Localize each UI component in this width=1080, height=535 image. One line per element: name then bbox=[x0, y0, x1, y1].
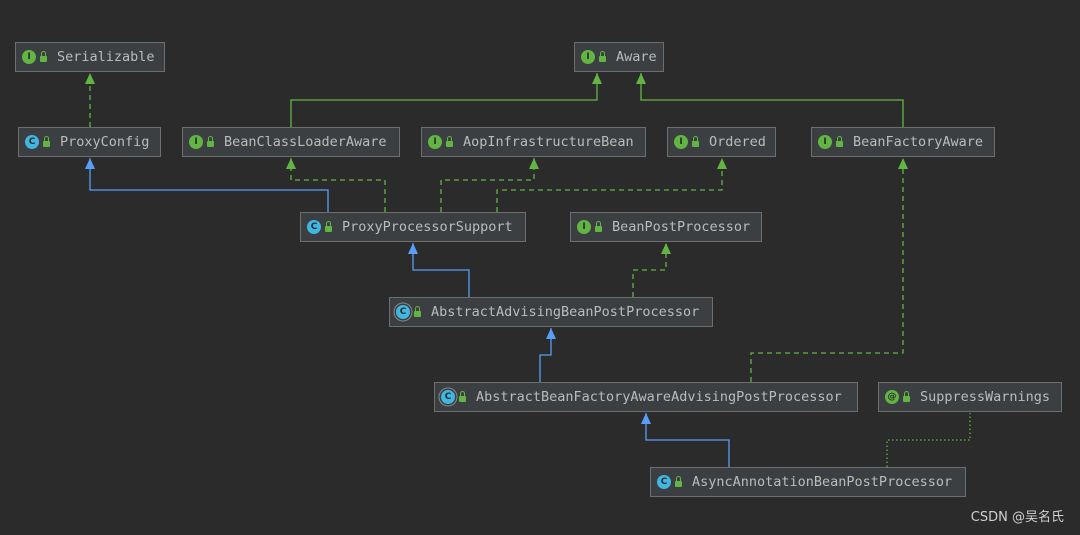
node-label: ProxyProcessorSupport bbox=[342, 219, 513, 235]
node-label: Aware bbox=[616, 49, 657, 65]
node-label: BeanFactoryAware bbox=[853, 134, 984, 150]
node-label: BeanClassLoaderAware bbox=[224, 134, 387, 150]
node-beanfactoryaware[interactable]: I BeanFactoryAware bbox=[811, 127, 995, 157]
class-icon: C bbox=[25, 135, 39, 149]
node-ordered[interactable]: I Ordered bbox=[667, 127, 776, 157]
public-lock-icon bbox=[595, 221, 602, 232]
interface-icon: I bbox=[577, 220, 591, 234]
public-lock-icon bbox=[599, 51, 606, 62]
node-proxyconfig[interactable]: C ProxyConfig bbox=[18, 127, 161, 157]
edge-implements-proxyprocessorsupport-to-ordered bbox=[496, 158, 727, 212]
abstract-class-icon: C bbox=[441, 390, 455, 404]
public-lock-icon bbox=[692, 136, 699, 147]
public-lock-icon bbox=[207, 136, 214, 147]
interface-icon: I bbox=[674, 135, 688, 149]
node-label: AopInfrastructureBean bbox=[463, 134, 634, 150]
edge-extends-asyncannotationbeanpostprocessor-to-abstractbeanfactoryawareadvisingpostprocessor bbox=[641, 413, 730, 467]
node-asyncannotationbeanpostprocessor[interactable]: C AsyncAnnotationBeanPostProcessor bbox=[650, 467, 966, 497]
abstract-class-icon: C bbox=[396, 305, 410, 319]
public-lock-icon bbox=[43, 136, 50, 147]
public-lock-icon bbox=[459, 391, 466, 402]
node-beanclassloaderaware[interactable]: I BeanClassLoaderAware bbox=[182, 127, 400, 157]
public-lock-icon bbox=[40, 51, 47, 62]
edge-extends-interface-beanfactoryaware-to-aware bbox=[636, 73, 904, 127]
edge-implements-proxyprocessorsupport-to-aopinfrastructurebean bbox=[440, 158, 539, 212]
edge-implements-abstractbeanfactoryawareadvisingpostprocessor-to-beanfactoryaware bbox=[750, 158, 908, 382]
public-lock-icon bbox=[903, 391, 910, 402]
node-aopinfrastructurebean[interactable]: I AopInfrastructureBean bbox=[421, 127, 646, 157]
public-lock-icon bbox=[675, 476, 682, 487]
interface-icon: I bbox=[818, 135, 832, 149]
node-label: AbstractBeanFactoryAwareAdvisingPostProc… bbox=[476, 389, 842, 405]
edge-implements-abstractadvisingbeanpostprocessor-to-beanpostprocessor bbox=[632, 243, 671, 297]
node-label: Ordered bbox=[709, 134, 766, 150]
public-lock-icon bbox=[414, 306, 421, 317]
edge-extends-abstractadvisingbeanpostprocessor-to-proxyprocessorsupport bbox=[408, 243, 470, 297]
node-beanpostprocessor[interactable]: I BeanPostProcessor bbox=[570, 212, 762, 242]
annotation-icon: @ bbox=[885, 390, 899, 404]
interface-icon: I bbox=[428, 135, 442, 149]
edge-extends-proxyprocessorsupport-to-proxyconfig bbox=[85, 158, 329, 212]
class-icon: C bbox=[307, 220, 321, 234]
node-suppresswarnings[interactable]: @ SuppressWarnings bbox=[878, 382, 1062, 412]
node-abstractadvisingbeanpostprocessor[interactable]: C AbstractAdvisingBeanPostProcessor bbox=[389, 297, 713, 327]
edge-annotated-by-asyncannotationbeanpostprocessor-to-suppresswarnings bbox=[886, 413, 971, 467]
interface-icon: I bbox=[581, 50, 595, 64]
node-abstractbeanfactoryawareadvisingpostprocessor[interactable]: C AbstractBeanFactoryAwareAdvisingPostPro… bbox=[434, 382, 858, 412]
node-proxyprocessorsupport[interactable]: C ProxyProcessorSupport bbox=[300, 212, 526, 242]
class-icon: C bbox=[657, 475, 671, 489]
public-lock-icon bbox=[446, 136, 453, 147]
edge-implements-proxyprocessorsupport-to-beanclassloaderaware bbox=[286, 158, 386, 212]
watermark: CSDN @吴名氏 bbox=[970, 510, 1064, 525]
node-label: SuppressWarnings bbox=[920, 389, 1051, 405]
node-label: ProxyConfig bbox=[60, 134, 150, 150]
node-aware[interactable]: I Aware bbox=[574, 42, 664, 72]
node-label: AbstractAdvisingBeanPostProcessor bbox=[431, 304, 700, 320]
edge-extends-interface-beanclassloaderaware-to-aware bbox=[290, 73, 602, 127]
public-lock-icon bbox=[836, 136, 843, 147]
edge-extends-abstractbeanfactoryawareadvisingpostprocessor-to-abstractadvisingbeanpostprocessor bbox=[539, 328, 556, 382]
node-label: Serializable bbox=[57, 49, 155, 65]
node-label: AsyncAnnotationBeanPostProcessor bbox=[692, 474, 953, 490]
node-serializable[interactable]: I Serializable bbox=[15, 42, 165, 72]
interface-icon: I bbox=[189, 135, 203, 149]
public-lock-icon bbox=[325, 221, 332, 232]
node-label: BeanPostProcessor bbox=[612, 219, 751, 235]
interface-icon: I bbox=[22, 50, 36, 64]
